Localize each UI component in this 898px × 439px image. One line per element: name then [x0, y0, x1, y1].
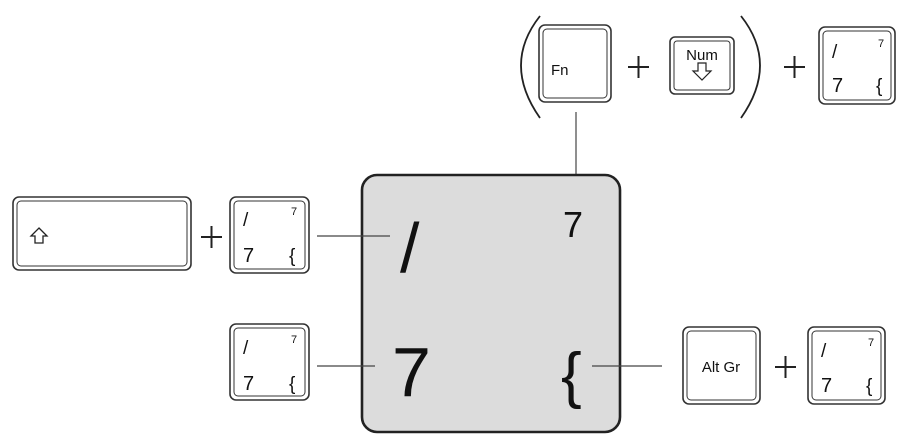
big-key-label-bottom-left: 7 [392, 333, 431, 411]
shift-key [12, 196, 192, 271]
left-parenthesis [520, 15, 541, 119]
plus-sign [784, 56, 805, 78]
plus-sign [775, 356, 796, 378]
shift-arrow-icon [29, 227, 49, 244]
plus-sign [201, 226, 222, 248]
alt-gr-key: Alt Gr [682, 326, 761, 405]
big-key-label-top-left: / [400, 209, 420, 287]
key-label-top-left: / [243, 338, 249, 359]
key-label-bottom-right: { [866, 376, 873, 397]
small-key: / 7 7 { [229, 196, 310, 274]
key-label-top-right: 7 [868, 337, 874, 349]
small-key: / 7 7 { [807, 326, 886, 405]
fn-key-label: Fn [551, 62, 569, 79]
key-label-top-left: / [243, 210, 249, 231]
small-key: / 7 7 { [818, 26, 896, 105]
alt-gr-key-label: Alt Gr [702, 359, 740, 376]
key-label-top-left: / [821, 341, 827, 362]
key-label-top-left: / [832, 42, 838, 63]
num-key-label: Num [686, 47, 718, 64]
key-label-bottom-left: 7 [243, 245, 254, 267]
key-label-bottom-right: { [289, 246, 296, 267]
small-key: / 7 7 { [229, 323, 310, 401]
big-key: / 7 7 { [360, 173, 622, 434]
altgr-combination: Alt Gr / 7 7 { [592, 326, 886, 405]
key-label-top-right: 7 [291, 206, 297, 218]
big-key-label-top-right: 7 [563, 204, 583, 245]
key-label-bottom-right: { [876, 76, 883, 97]
num-key: Num [669, 36, 735, 95]
key-label-bottom-left: 7 [832, 75, 843, 97]
key-label-bottom-left: 7 [243, 373, 254, 395]
key-label-top-right: 7 [878, 38, 884, 50]
fn-key: Fn [538, 24, 612, 103]
key-label-top-right: 7 [291, 334, 297, 346]
down-arrow-icon [691, 62, 713, 81]
top-combination: Fn Num / 7 7 { [520, 15, 896, 185]
shift-combination: / 7 7 { [12, 196, 390, 274]
plain-combination: / 7 7 { [229, 323, 375, 401]
right-parenthesis [740, 15, 761, 119]
plus-sign [628, 56, 649, 78]
key-label-bottom-left: 7 [821, 375, 832, 397]
key-label-bottom-right: { [289, 374, 296, 395]
big-key-label-bottom-right: { [561, 341, 582, 410]
